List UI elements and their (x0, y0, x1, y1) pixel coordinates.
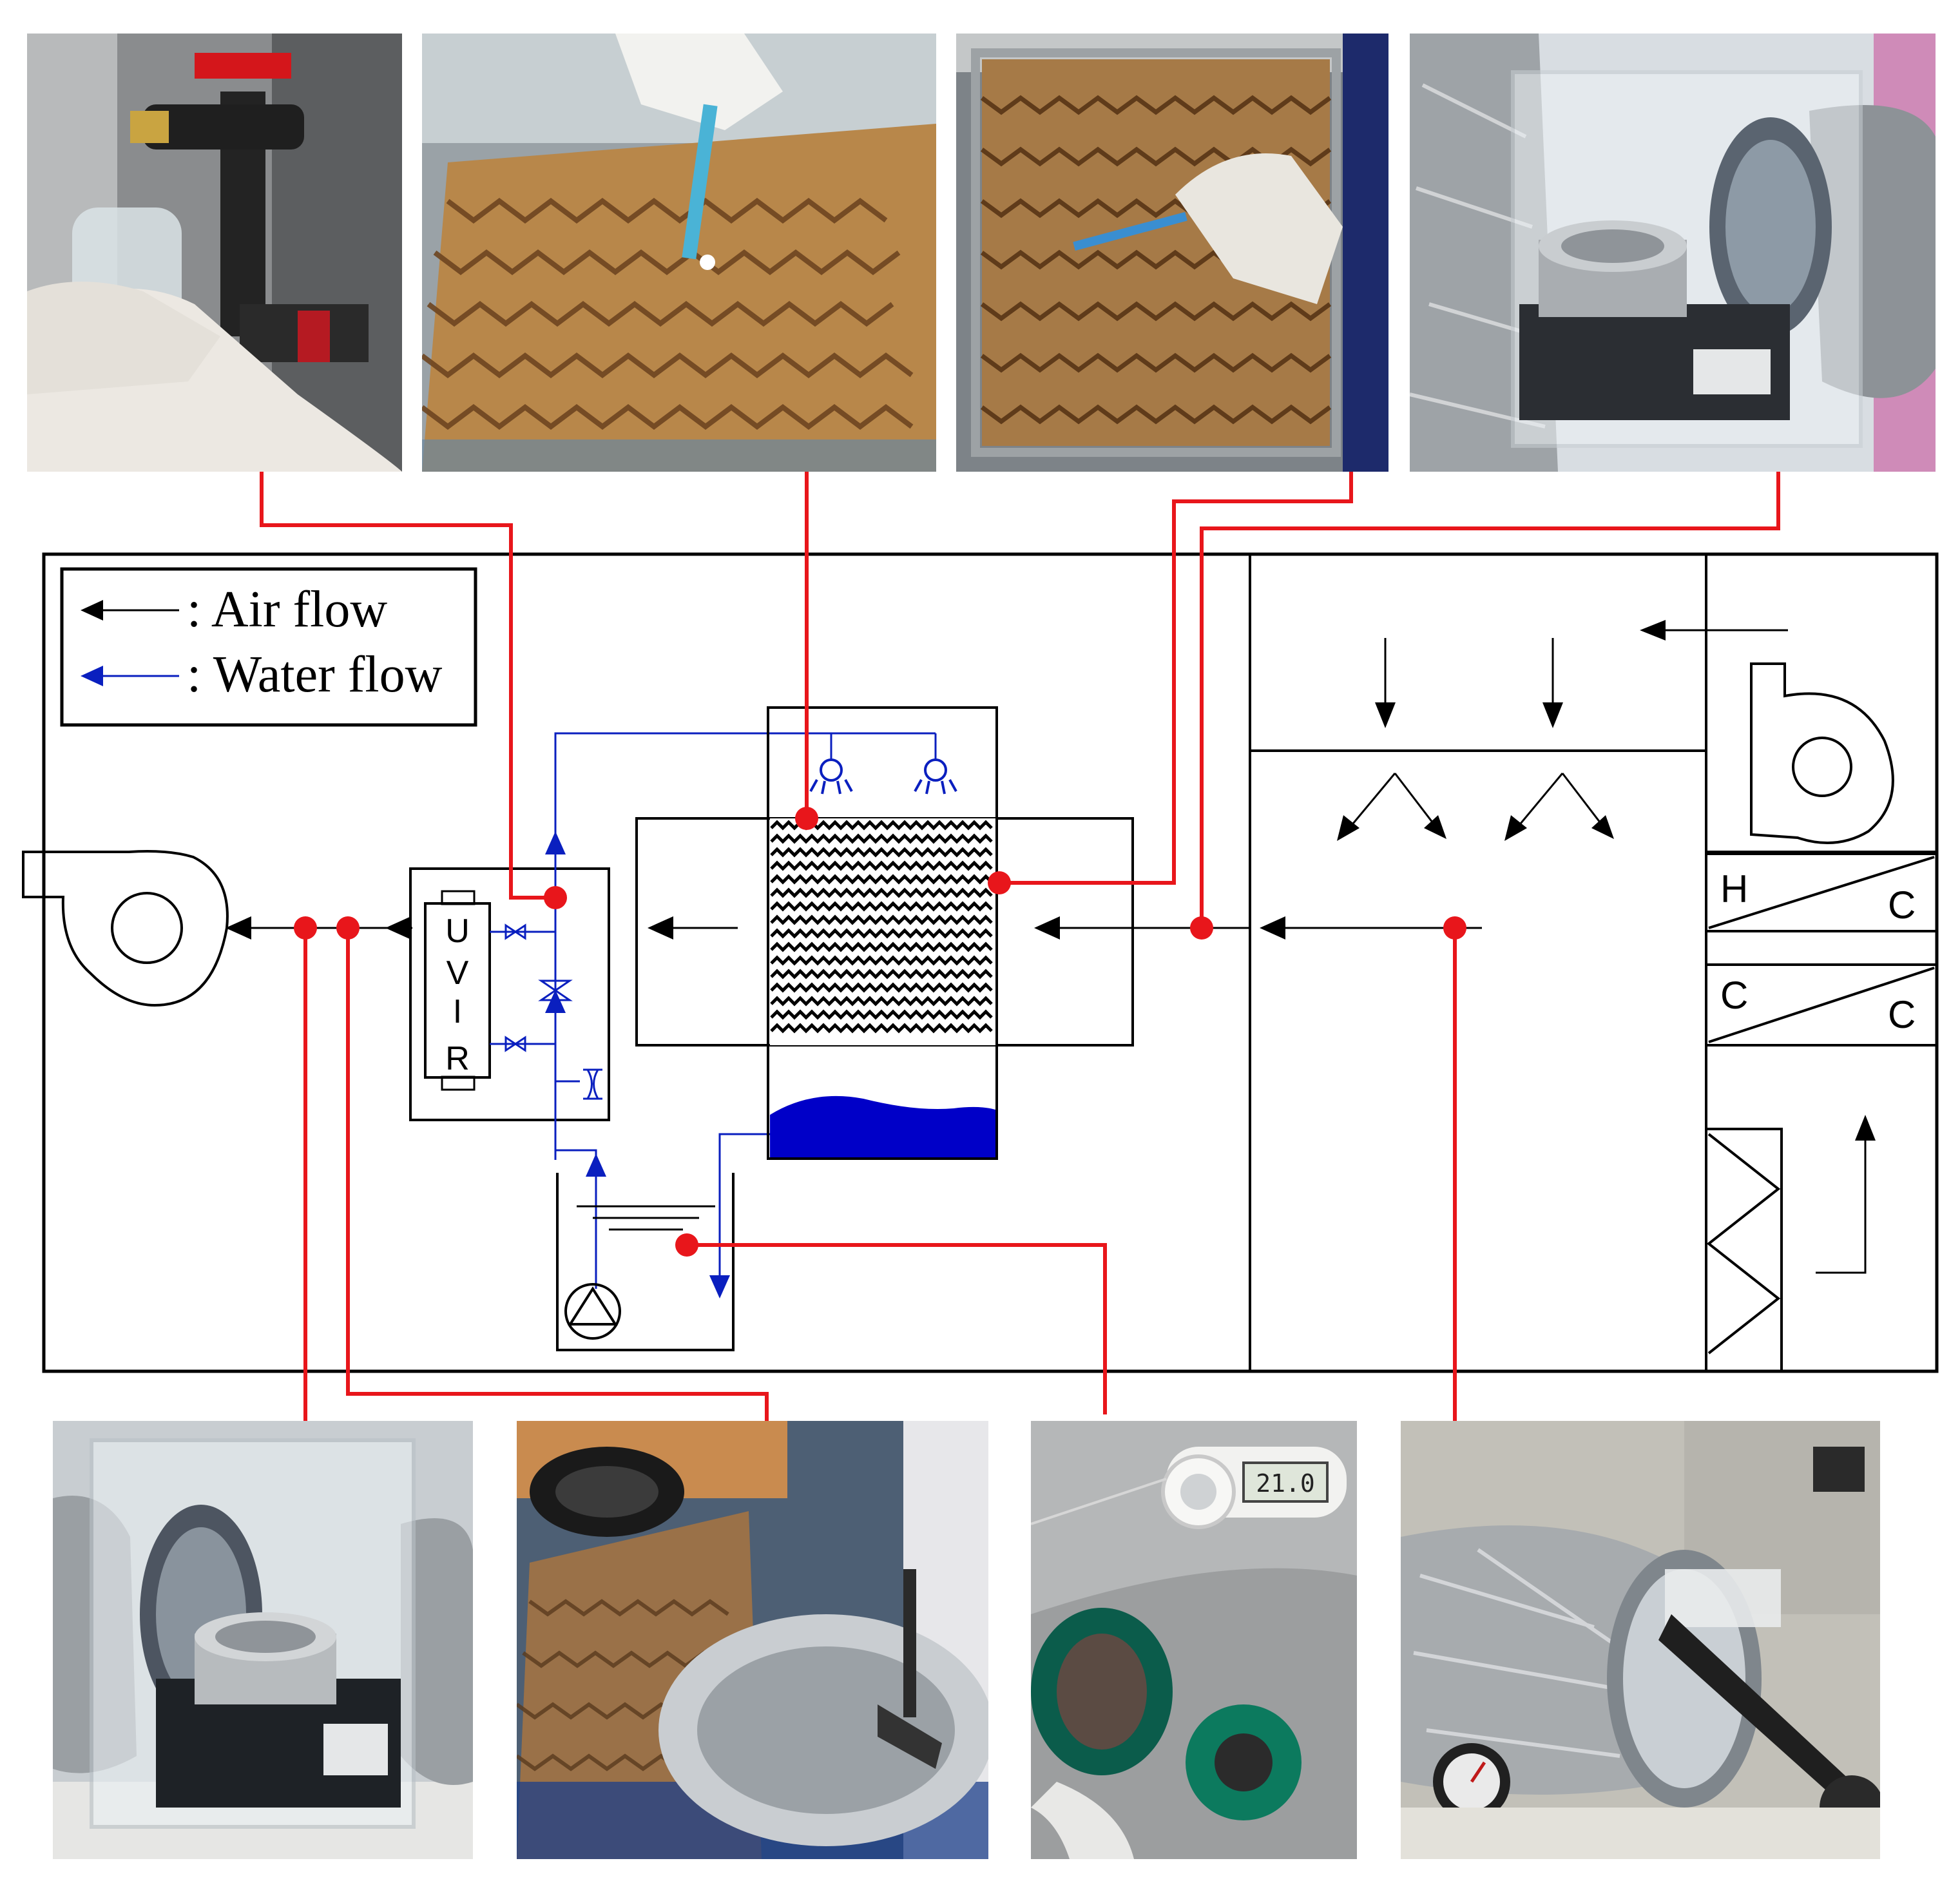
pad-zigzag-row (770, 860, 993, 871)
pad-zigzag-row (770, 928, 993, 939)
exhaust-fan-icon (22, 850, 229, 1007)
photo-thermometer-reading: 21.0 (1031, 1421, 1357, 1859)
thermometer-display: 21.0 (1256, 1469, 1315, 1498)
air-filter (1705, 1128, 1783, 1373)
pad-zigzag-row (770, 955, 993, 966)
diffuser-arrows (1337, 620, 1788, 841)
air-handling-section (1249, 554, 1937, 1371)
photo-duct-pressure-gauge (1401, 1421, 1880, 1859)
spray-nozzle-icons (809, 758, 957, 795)
uvir-letter-i: I (453, 993, 462, 1030)
water-piping (490, 732, 937, 1289)
photo-outlet-air-sampler (53, 1421, 473, 1859)
pad-zigzag-row (770, 969, 993, 979)
legend-air-label: : Air flow (187, 581, 387, 638)
air-flow-arrowheads (226, 916, 1285, 940)
uvir-letter-r: R (445, 1040, 470, 1077)
sample-point-markers (294, 807, 1466, 1257)
water-tank (556, 1173, 735, 1351)
coil2-left-label: C (1720, 974, 1748, 1017)
intake-arrow (1816, 1115, 1876, 1274)
water-flow-arrowheads (545, 831, 730, 1298)
evaporative-cooler-housing (635, 706, 1134, 1160)
photo-pad-surface-swab (422, 34, 936, 472)
valve-icons (504, 923, 602, 1100)
sampling-lines (260, 472, 1780, 1421)
photo-water-sampling-valve (27, 34, 402, 472)
legend-water-label: : Water flow (187, 646, 443, 703)
coil1-left-label: H (1720, 867, 1748, 911)
pad-zigzag-row (770, 887, 993, 898)
pad-zigzag-row (770, 996, 993, 1007)
photo-inlet-air-sampler (1410, 34, 1936, 472)
uvir-letter-u: U (445, 912, 470, 950)
system-enclosure (42, 552, 1939, 1373)
pad-zigzag-row (770, 874, 993, 885)
pad-zigzag-row (770, 982, 993, 993)
uvir-letter-v: V (447, 954, 469, 992)
photo-sensor-probe-duct (517, 1421, 988, 1859)
pad-zigzag-row (770, 914, 993, 925)
photo-pad-side-swab (956, 34, 1388, 472)
pad-zigzag-row (770, 1023, 993, 1034)
coil2-right-label: C (1888, 993, 1916, 1036)
pad-zigzag-row (770, 1009, 993, 1020)
pad-zigzag-row (770, 847, 993, 858)
sump-water (770, 1095, 995, 1157)
coil-heater-cooler (1705, 853, 1938, 1047)
pump-icon (564, 1283, 621, 1340)
cooling-pad (770, 818, 995, 1045)
pad-zigzag-row (770, 833, 993, 844)
pad-zigzag-row (770, 941, 993, 952)
legend: : Air flow : Water flow (60, 567, 477, 727)
coil1-right-label: C (1888, 883, 1916, 927)
supply-fan-icon (1750, 662, 1894, 844)
pad-zigzag-row (770, 901, 993, 912)
